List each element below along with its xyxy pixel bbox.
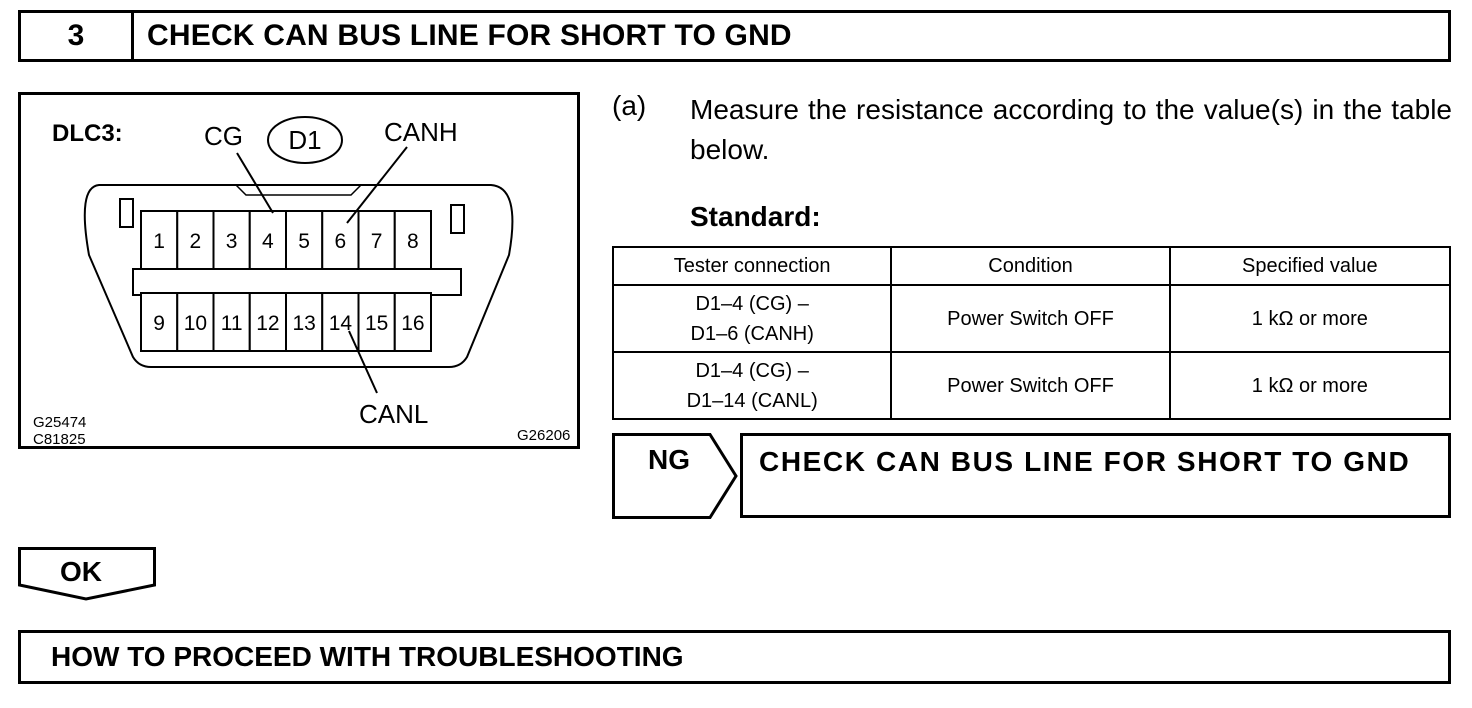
ng-label: NG xyxy=(648,444,690,475)
pin-cell xyxy=(212,292,251,352)
header-specified-value: Specified value xyxy=(1168,246,1452,286)
pin-number: 10 xyxy=(184,312,207,335)
resistance-spec-table: Tester connection Condition Specified va… xyxy=(611,246,1452,420)
table-row: D1–4 (CG) – D1–6 (CANH) Power Switch OFF… xyxy=(611,284,1452,353)
pin-number: 14 xyxy=(329,312,353,335)
pin-number: 11 xyxy=(221,312,243,335)
cell-condition: Power Switch OFF xyxy=(890,284,1171,353)
header-condition: Condition xyxy=(890,246,1171,286)
ng-action-box: CHECK CAN BUS LINE FOR SHORT TO GND xyxy=(740,433,1451,518)
pin-number: 12 xyxy=(256,312,279,335)
pin-number: 1 xyxy=(153,230,165,253)
connector-id-ellipse xyxy=(267,116,343,164)
canh-leader-line xyxy=(346,146,408,224)
pin-number: 13 xyxy=(292,312,315,335)
connector-label: DLC3: xyxy=(52,120,123,147)
table-row: D1–4 (CG) – D1–14 (CANL) Power Switch OF… xyxy=(611,351,1452,420)
next-step-header: HOW TO PROCEED WITH TROUBLESHOOTING xyxy=(18,630,1451,684)
pin-cell xyxy=(393,210,432,270)
latch-left xyxy=(119,198,134,228)
ok-label: OK xyxy=(60,556,102,587)
pin-row-bottom: 9 10 11 12 13 14 15 16 xyxy=(140,292,432,352)
connector-id: D1 xyxy=(288,125,321,155)
instruction-marker: (a) xyxy=(612,90,647,121)
canh-callout: CANH xyxy=(384,117,458,147)
cell-specified-value: 1 kΩ or more xyxy=(1168,284,1452,353)
ok-arrow-shape xyxy=(18,547,156,601)
connector-outline xyxy=(83,184,514,368)
pin-number: 4 xyxy=(262,230,274,253)
ng-arrow-shape xyxy=(612,433,738,519)
pin-number: 2 xyxy=(190,230,202,253)
pin-number: 16 xyxy=(401,312,424,335)
pin-cell xyxy=(321,292,360,352)
pin-number: 15 xyxy=(365,312,388,335)
instruction-text: Measure the resistance according to the … xyxy=(690,94,1452,165)
pin-number: 5 xyxy=(298,230,310,253)
pin-row-top: 1 2 3 4 5 6 7 8 xyxy=(140,210,432,270)
pin-number: 3 xyxy=(226,230,238,253)
connection-line: D1–4 (CG) – xyxy=(695,359,809,382)
canl-callout: CANL xyxy=(359,399,428,429)
connector-key xyxy=(235,184,362,196)
next-step-title: HOW TO PROCEED WITH TROUBLESHOOTING xyxy=(51,641,684,672)
cell-tester-connection: D1–4 (CG) – D1–14 (CANL) xyxy=(611,351,893,420)
connection-line: D1–4 (CG) – xyxy=(695,292,809,315)
table-header-row: Tester connection Condition Specified va… xyxy=(611,246,1452,286)
cg-leader-line xyxy=(236,152,274,214)
step-number: 3 xyxy=(21,13,134,59)
connection-line: D1–14 (CANL) xyxy=(686,389,818,412)
figure-code-left-1: G25474 xyxy=(33,414,86,431)
pin-cell xyxy=(176,210,215,270)
center-rib xyxy=(132,268,462,296)
pin-number: 6 xyxy=(335,230,347,253)
figure-code-right: G26206 xyxy=(517,427,570,444)
cg-callout: CG xyxy=(204,121,243,151)
cell-tester-connection: D1–4 (CG) – D1–6 (CANH) xyxy=(611,284,893,353)
pin-number: 9 xyxy=(153,312,165,335)
pin-cell xyxy=(140,292,179,352)
header-tester-connection: Tester connection xyxy=(611,246,893,286)
cell-condition: Power Switch OFF xyxy=(890,351,1171,420)
standard-label: Standard: xyxy=(690,201,821,232)
connection-line: D1–6 (CANH) xyxy=(690,322,814,345)
pin-number: 8 xyxy=(407,230,419,253)
latch-right xyxy=(450,204,465,234)
step-header: 3 CHECK CAN BUS LINE FOR SHORT TO GND xyxy=(18,10,1451,62)
ng-action-text: CHECK CAN BUS LINE FOR SHORT TO GND xyxy=(759,446,1411,477)
canl-leader-line xyxy=(348,330,378,394)
cell-specified-value: 1 kΩ or more xyxy=(1168,351,1452,420)
pin-cell xyxy=(393,292,432,352)
pin-cell xyxy=(357,292,396,352)
figure-code-left-2: C81825 xyxy=(33,431,86,446)
step-title: CHECK CAN BUS LINE FOR SHORT TO GND xyxy=(147,19,792,52)
pin-number: 7 xyxy=(371,230,383,253)
